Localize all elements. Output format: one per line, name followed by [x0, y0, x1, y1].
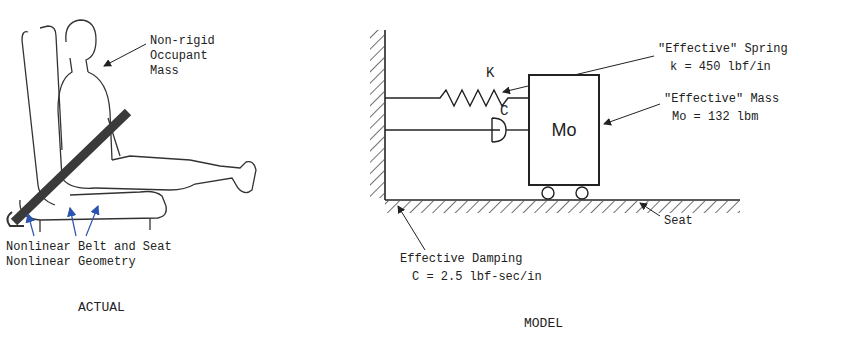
wall-hatch	[370, 30, 384, 198]
view-title: MODEL	[524, 316, 563, 331]
ground-hatch	[385, 201, 740, 213]
leader-arrow	[604, 104, 660, 124]
callout-label: "Effective" Mass	[664, 92, 779, 107]
seat-drawing	[20, 20, 256, 232]
leader-arrow	[640, 203, 660, 216]
leader-arrow	[398, 206, 425, 250]
leader-arrow	[86, 206, 98, 236]
view-title: ACTUAL	[78, 300, 125, 315]
symbol-label: C	[500, 104, 508, 119]
callout-label: "Effective" Spring	[658, 42, 788, 57]
symbol-label: K	[486, 66, 494, 81]
wall	[384, 30, 386, 200]
mass-box: Mo	[528, 74, 600, 186]
callout-label: Seat	[664, 214, 693, 229]
callout-label: Nonlinear Belt and Seat Nonlinear Geomet…	[6, 240, 181, 270]
ground	[385, 199, 740, 201]
wheel	[576, 187, 588, 199]
callout-label: Effective Damping	[400, 252, 522, 267]
value-label: C = 2.5 lbf-sec/in	[412, 270, 542, 285]
leader-arrow	[70, 208, 76, 236]
leader-arrow	[28, 214, 34, 236]
mass-label: Mo	[551, 120, 576, 141]
belt-buckle	[7, 212, 24, 226]
callout-label: Non-rigid Occupant Mass	[150, 34, 240, 79]
leader-arrow	[104, 44, 146, 66]
wheel	[542, 187, 554, 199]
damper-symbol	[385, 118, 528, 142]
value-label: Mo = 132 lbm	[672, 110, 758, 125]
value-label: k = 450 lbf/in	[670, 60, 771, 75]
seat-belt	[14, 112, 128, 222]
